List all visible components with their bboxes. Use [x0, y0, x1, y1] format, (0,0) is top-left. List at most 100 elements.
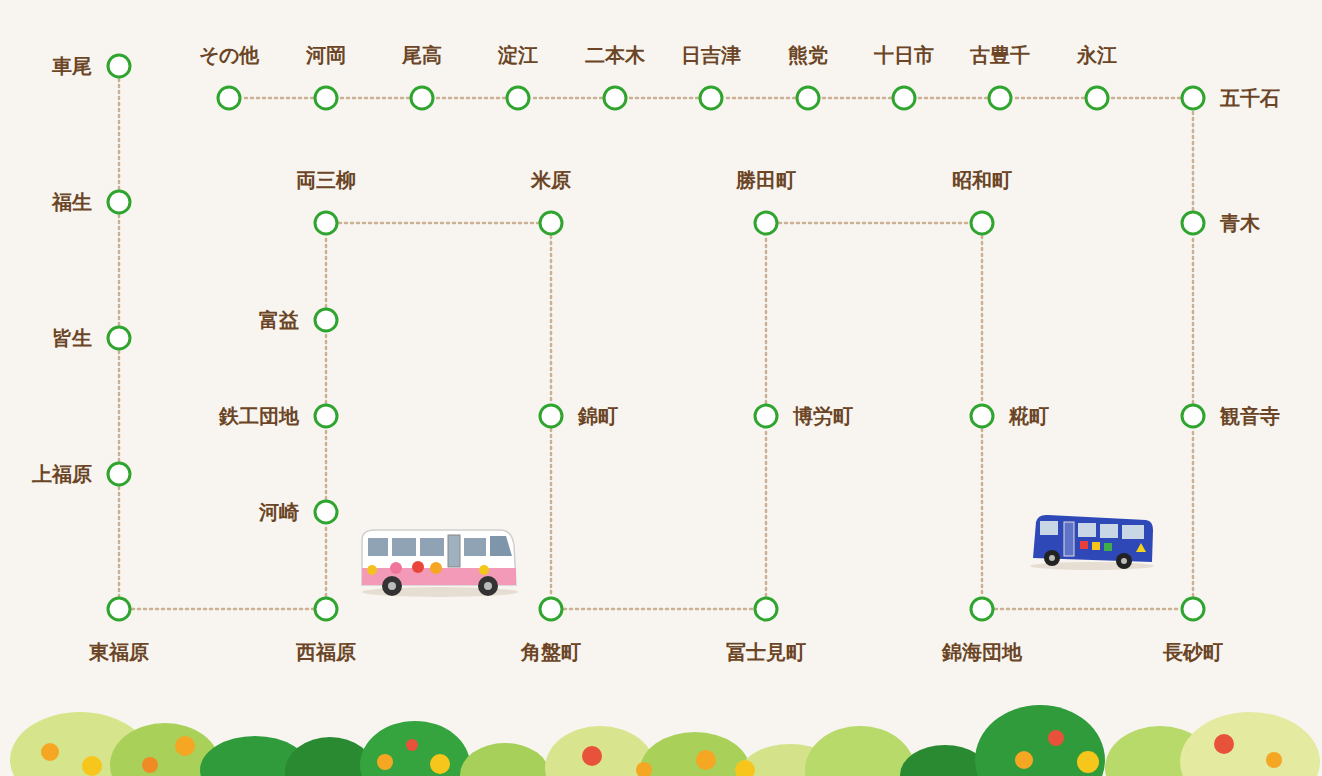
bushes — [10, 705, 1320, 776]
station-ring — [753, 596, 779, 622]
station-circle: 錦海団地 — [969, 596, 995, 622]
route-line — [118, 487, 121, 596]
station-ring — [313, 307, 339, 333]
station-ring — [698, 85, 724, 111]
station-name: 糀町 — [1009, 404, 1049, 428]
route-line — [628, 97, 698, 100]
station-ring — [313, 596, 339, 622]
station-circle: 長砂町 — [1180, 596, 1206, 622]
station-name: 博労町 — [793, 404, 853, 428]
station-name: 米原 — [531, 168, 571, 192]
station-ring — [106, 596, 132, 622]
station-ring — [1084, 85, 1110, 111]
route-line — [132, 608, 313, 611]
station-ring — [753, 210, 779, 236]
station-ring — [795, 85, 821, 111]
route-line — [531, 97, 602, 100]
station-ring — [1180, 596, 1206, 622]
station-ring — [1180, 210, 1206, 236]
station-name: 勝田町 — [736, 168, 796, 192]
station-circle: 錦町 — [538, 403, 564, 429]
station-name: 日吉津 — [681, 43, 741, 67]
station-circle: 十日市 — [891, 85, 917, 111]
station-circle: 鉄工団地 — [313, 403, 339, 429]
station-circle: その他 — [216, 85, 242, 111]
station-name: 皆生 — [52, 326, 92, 350]
station-name: 昭和町 — [952, 168, 1012, 192]
station-ring — [505, 85, 531, 111]
route-line — [1192, 429, 1195, 596]
station-circle: 車尾 — [106, 53, 132, 79]
station-name: 長砂町 — [1163, 640, 1223, 664]
station-name: 河崎 — [259, 500, 299, 524]
route-line — [242, 97, 313, 100]
station-name: 車尾 — [52, 54, 92, 78]
station-name: 錦海団地 — [942, 640, 1022, 664]
station-ring — [753, 403, 779, 429]
station-ring — [106, 189, 132, 215]
station-ring — [106, 461, 132, 487]
station-name: 観音寺 — [1220, 404, 1280, 428]
route-line — [325, 236, 328, 307]
station-name: 東福原 — [89, 640, 149, 664]
station-circle: 淀江 — [505, 85, 531, 111]
route-line — [325, 429, 328, 499]
station-name: 二本木 — [585, 43, 645, 67]
station-circle: 熊党 — [795, 85, 821, 111]
station-circle: 古豊千 — [987, 85, 1013, 111]
route-line — [435, 97, 505, 100]
route-line — [1013, 97, 1084, 100]
station-ring — [106, 53, 132, 79]
station-circle: 二本木 — [602, 85, 628, 111]
station-name: その他 — [199, 43, 259, 67]
route-line — [118, 351, 121, 461]
blue-bus — [1030, 515, 1154, 570]
station-ring — [987, 85, 1013, 111]
station-circle: 観音寺 — [1180, 403, 1206, 429]
route-line — [339, 222, 538, 225]
route-line — [779, 222, 969, 225]
route-line — [550, 236, 553, 403]
route-line — [325, 333, 328, 403]
route-line — [981, 236, 984, 403]
route-line — [981, 429, 984, 596]
station-circle: 日吉津 — [698, 85, 724, 111]
route-line — [118, 215, 121, 325]
station-circle: 河崎 — [313, 499, 339, 525]
station-ring — [538, 210, 564, 236]
station-circle: 糀町 — [969, 403, 995, 429]
station-circle: 河岡 — [313, 85, 339, 111]
station-circle: 福生 — [106, 189, 132, 215]
pink-bus — [362, 530, 518, 597]
station-ring — [969, 403, 995, 429]
station-circle: 昭和町 — [969, 210, 995, 236]
station-circle: 五千石 — [1180, 85, 1206, 111]
station-circle: 富益 — [313, 307, 339, 333]
station-circle: 両三柳 — [313, 210, 339, 236]
station-name: 上福原 — [32, 462, 92, 486]
station-name: 富益 — [259, 308, 299, 332]
station-ring — [538, 403, 564, 429]
station-name: 鉄工団地 — [219, 404, 299, 428]
route-line — [118, 79, 121, 189]
route-line — [1192, 236, 1195, 403]
station-ring — [106, 325, 132, 351]
station-circle: 米原 — [538, 210, 564, 236]
station-ring — [409, 85, 435, 111]
station-circle: 西福原 — [313, 596, 339, 622]
route-line — [917, 97, 987, 100]
station-name: 淀江 — [498, 43, 538, 67]
station-name: 古豊千 — [970, 43, 1030, 67]
station-name: 冨士見町 — [726, 640, 806, 664]
station-name: 五千石 — [1220, 86, 1280, 110]
station-ring — [313, 403, 339, 429]
route-line — [765, 429, 768, 596]
station-circle: 青木 — [1180, 210, 1206, 236]
station-ring — [969, 596, 995, 622]
station-circle: 上福原 — [106, 461, 132, 487]
route-line — [325, 525, 328, 596]
station-name: 西福原 — [296, 640, 356, 664]
station-ring — [313, 499, 339, 525]
station-circle: 東福原 — [106, 596, 132, 622]
